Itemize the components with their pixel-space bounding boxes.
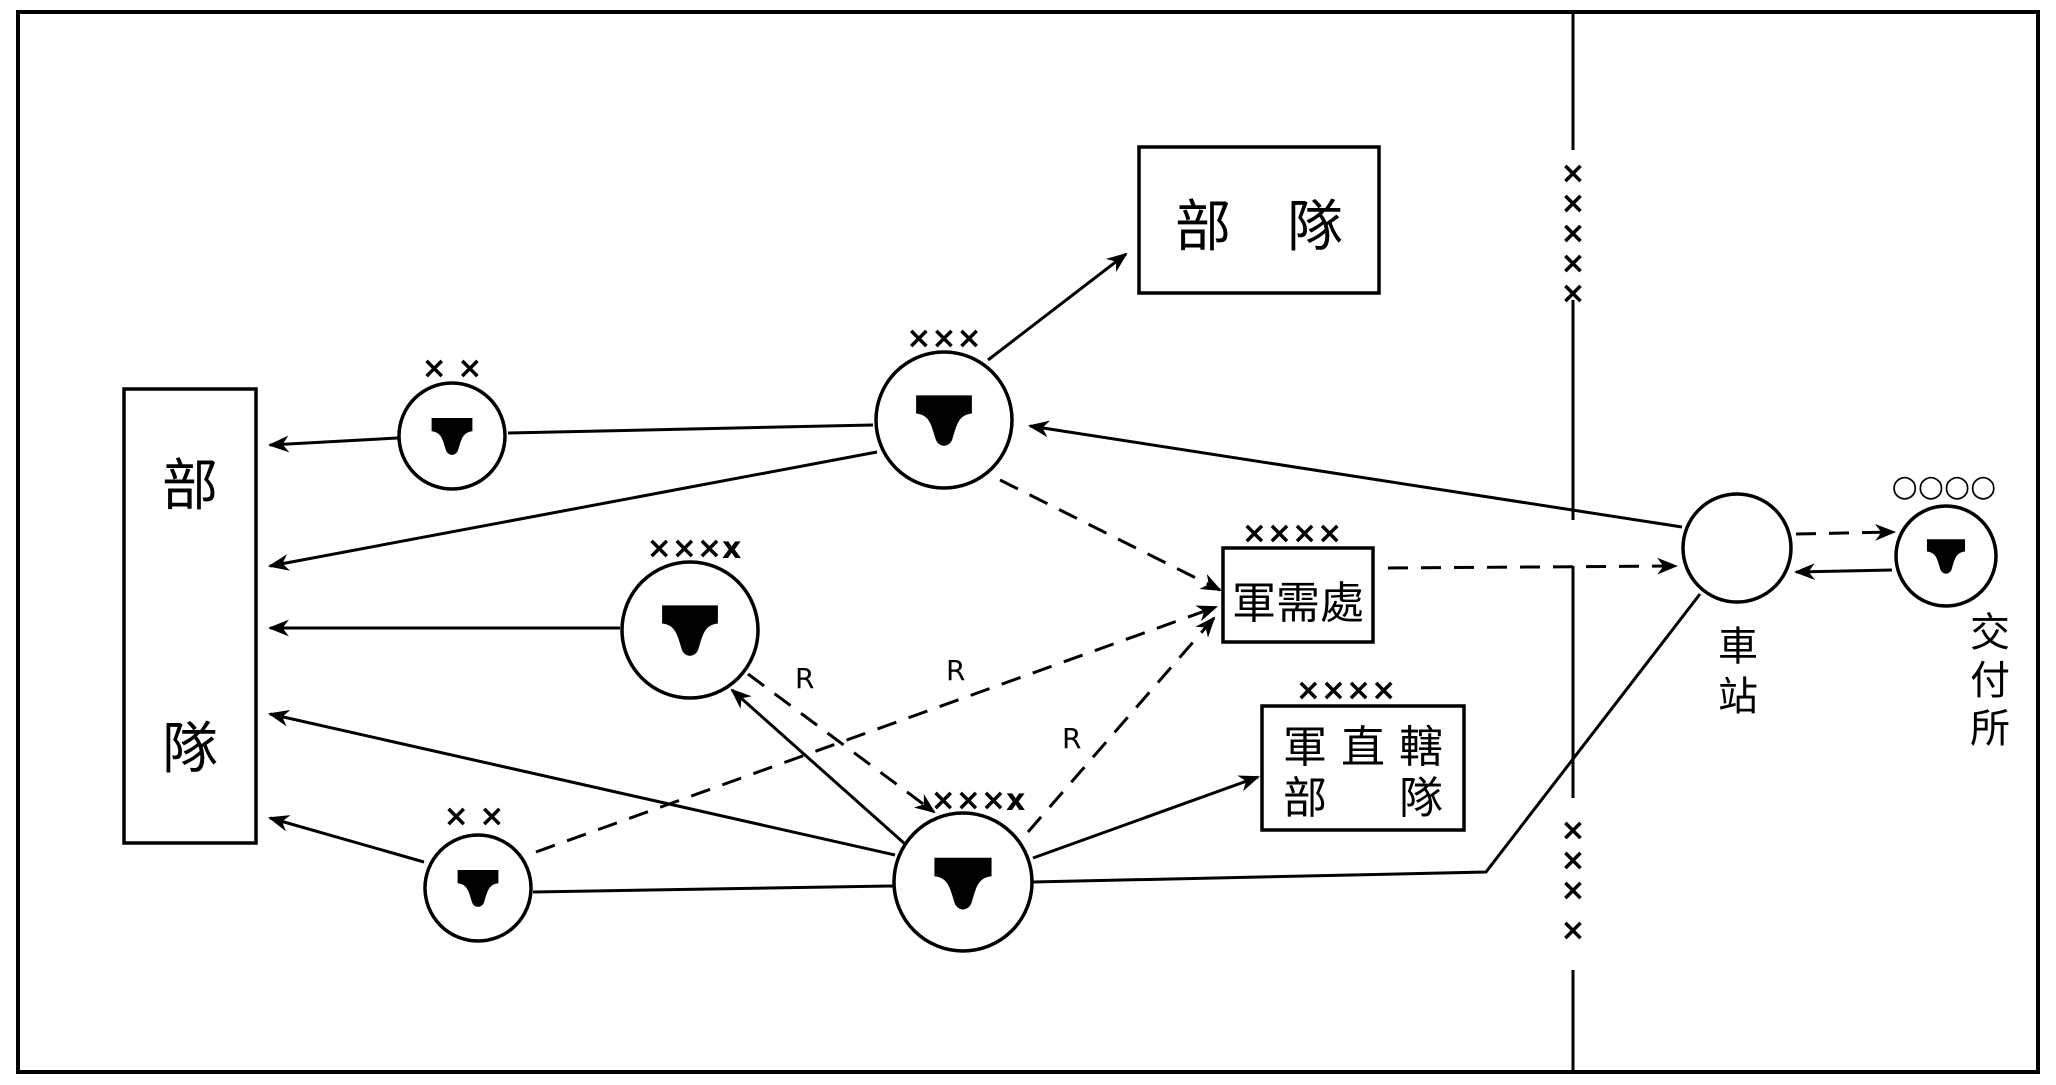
boundary-mark: × (1560, 843, 1585, 878)
field-army-supply-point (892, 811, 1034, 953)
division-supply-point-2 (423, 833, 533, 943)
delivery-rank: ○○○○ (1892, 469, 1997, 504)
link-station-to-fdep (1032, 593, 1702, 884)
link-cdep-to-ddep1 (507, 423, 874, 435)
units-box-top (1137, 145, 1381, 295)
units-box-left (122, 387, 258, 845)
boundary-symbol-top: × × × × × (1560, 156, 1585, 311)
link-delivery-to-station (1793, 563, 1893, 581)
rail-label: R (946, 654, 965, 687)
field-army-rank: ×××x (931, 783, 1026, 818)
direct-units-label-line1: 軍 直 轄 (1283, 722, 1443, 773)
link-cdep-to-top-units (987, 252, 1128, 362)
boundary-mark: × (1560, 873, 1585, 908)
dashed-adep-to-fdep (747, 672, 936, 814)
link-fdep-to-ddep2 (532, 884, 894, 894)
station-label-char1: 車 (1718, 624, 1758, 670)
army-rank: ×××x (647, 531, 742, 566)
link-ddep2-to-units (267, 815, 425, 864)
link-fdep-to-adep (730, 688, 906, 846)
dashed-qm-to-station (1387, 557, 1679, 575)
frame (16, 10, 2040, 1074)
boundary-symbol-bottom: × × × × (1560, 813, 1585, 948)
boundary-mark: × (1560, 913, 1585, 948)
corps-rank: ××× (906, 321, 981, 356)
rail-label: R (1062, 722, 1081, 755)
dashed-station-to-delivery (1795, 523, 1897, 541)
quartermaster-box (1221, 546, 1375, 644)
link-cdep-to-units (267, 450, 878, 571)
station-node (1681, 492, 1793, 604)
boundary-mark: × (1560, 216, 1585, 251)
army-supply-point (620, 560, 760, 700)
boundary-mark: × (1560, 156, 1585, 191)
quartermaster-label: 軍需處 (1232, 578, 1364, 629)
units-top-label: 部 隊 (1175, 195, 1343, 260)
station-label-char2: 站 (1718, 674, 1758, 720)
direct-units-rank: ×××× (1296, 673, 1397, 708)
units-left-label-top: 部 (162, 454, 218, 519)
link-ddep1-to-units (267, 435, 399, 453)
direct-units-label-line2: 部 隊 (1283, 773, 1443, 824)
rail-label: R (795, 662, 814, 695)
link-fdep-to-units (267, 709, 896, 857)
units-left-label-bottom: 隊 (162, 717, 218, 782)
dashed-cdep-to-qm (999, 478, 1222, 592)
division-rank-2: × × (444, 799, 505, 834)
link-station-to-cdep (1027, 420, 1683, 529)
quartermaster-rank: ×××× (1242, 516, 1343, 551)
corps-supply-point (874, 350, 1014, 490)
boundary-mark: × (1560, 186, 1585, 221)
link-fdep-to-direct-units (1032, 775, 1260, 860)
delivery-label-char3: 所 (1970, 706, 2010, 752)
division-supply-point-1 (397, 381, 507, 491)
boundary-mark: × (1560, 246, 1585, 281)
boundary-mark: × (1560, 276, 1585, 311)
boundary-mark: × (1560, 813, 1585, 848)
division-rank-1: × × (422, 351, 483, 386)
delivery-label-char2: 付 (1970, 658, 2010, 704)
direct-units-box (1260, 704, 1466, 832)
dashed-fdep-to-qm (1026, 616, 1216, 833)
dashed-ddep2-to-qm (535, 605, 1218, 854)
delivery-label-char1: 交 (1970, 610, 2010, 656)
delivery-supply-point (1894, 504, 1998, 608)
